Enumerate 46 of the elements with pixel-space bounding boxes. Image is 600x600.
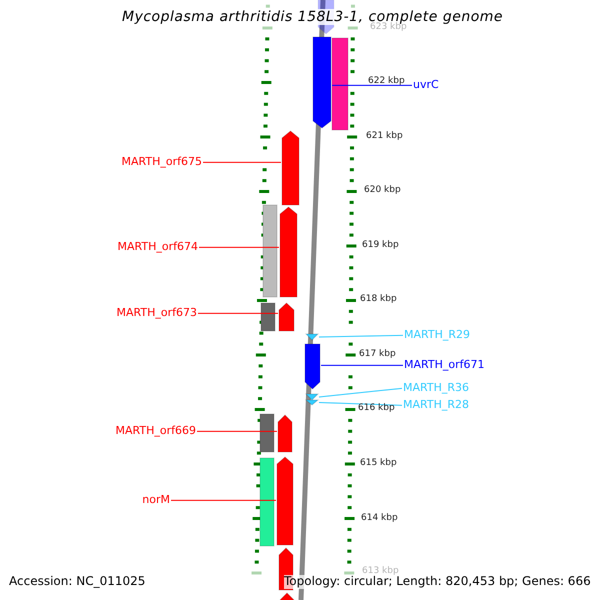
position-label: 618 kbp <box>360 294 397 304</box>
gene-label: MARTH_orf669 <box>116 425 196 438</box>
gene-feature-bar <box>260 458 274 546</box>
gene-feature-bar <box>304 344 320 390</box>
position-label: 622 kbp <box>368 76 405 86</box>
leader-line <box>170 500 276 501</box>
leader-line <box>198 246 280 248</box>
gene-label: MARTH_R29 <box>404 329 470 342</box>
leader-line <box>320 364 404 366</box>
rna-feature-marker <box>304 400 320 406</box>
footer-text: Accession: NC_011025 <box>9 575 146 589</box>
leader-line <box>318 402 402 406</box>
position-label: 621 kbp <box>366 131 403 142</box>
rna-feature-marker <box>304 394 320 401</box>
gene-label: MARTH_orf674 <box>118 241 198 254</box>
position-label: 619 kbp <box>362 240 399 250</box>
diagram-title: Mycoplasma arthritidis 158L3-1, complete genome <box>122 9 504 26</box>
position-label: 617 kbp <box>359 349 396 360</box>
gene-label: MARTH_orf675 <box>122 156 202 169</box>
position-label: 616 kbp <box>358 403 395 414</box>
leader-line <box>318 334 404 338</box>
rna-feature-marker <box>304 334 320 341</box>
gene-label: uvrC <box>413 79 439 92</box>
gene-label: MARTH_R36 <box>403 382 469 395</box>
gene-label: MARTH_orf671 <box>404 359 484 372</box>
position-label: 614 kbp <box>361 513 398 524</box>
position-label: 615 kbp <box>360 458 397 468</box>
gene-feature-bar <box>280 206 298 298</box>
gene-feature-bar <box>260 302 276 332</box>
leader-line <box>196 430 278 432</box>
gene-feature-bar <box>278 414 292 452</box>
leader-line <box>318 388 402 398</box>
leader-line <box>332 84 412 86</box>
gene-feature-bar <box>260 414 274 452</box>
gene-feature-bar <box>262 204 278 298</box>
leader-line <box>198 312 278 314</box>
gene-label: MARTH_orf673 <box>116 307 197 320</box>
gene-label: norM <box>142 494 170 507</box>
leader-line <box>202 162 282 163</box>
gene-feature-bar <box>278 302 294 332</box>
footer-text: Topology: circular; Length: 820,453 bp; Genes: 666 <box>284 575 591 589</box>
gene-feature-bar <box>332 38 348 130</box>
gene-feature-bar <box>282 130 300 206</box>
position-label: 620 kbp <box>364 185 401 196</box>
position-label: 613 kbp <box>362 566 399 576</box>
gene-label: MARTH_R28 <box>403 399 469 412</box>
